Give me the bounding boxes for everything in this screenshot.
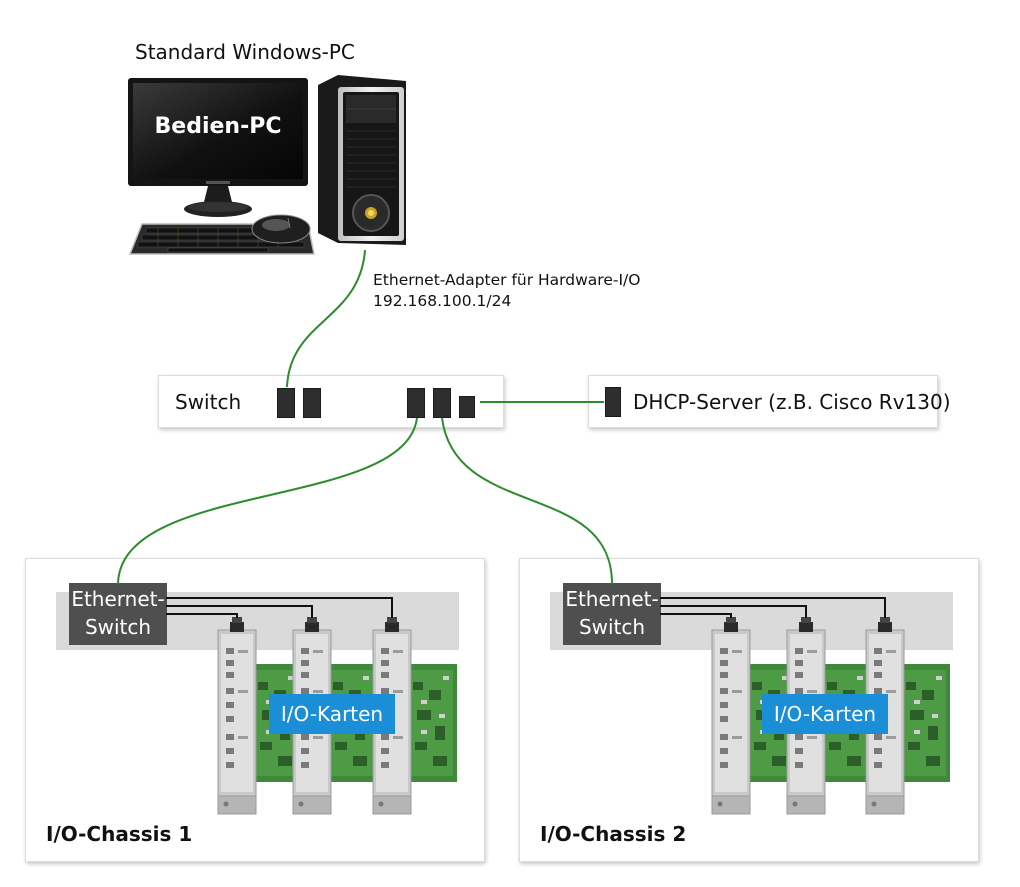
chassis-title: I/O-Chassis 1: [46, 822, 193, 846]
switch-label: Switch: [175, 390, 242, 414]
chassis-title: I/O-Chassis 2: [540, 822, 687, 846]
ethernet-switch: Ethernet- Switch: [563, 583, 661, 645]
network-switch: Switch: [158, 375, 504, 428]
io-cards-label: I/O-Karten: [269, 694, 395, 734]
mouse-icon: [250, 212, 312, 246]
ethernet-switch: Ethernet- Switch: [69, 583, 167, 645]
switch-port-4: [433, 388, 451, 418]
dhcp-label: DHCP-Server (z.B. Cisco Rv130): [633, 390, 951, 414]
eth-switch-line1: Ethernet-: [71, 587, 165, 611]
monitor-label: Bedien-PC: [154, 114, 282, 139]
pc-caption: Standard Windows-PC: [135, 40, 355, 64]
pc-tower-icon: [316, 73, 408, 249]
monitor-icon: [128, 78, 308, 220]
backplane-wires: [166, 597, 886, 618]
eth-switch-line2: Switch: [578, 615, 646, 639]
eth-switch-line1: Ethernet-: [565, 587, 659, 611]
adapter-label: Ethernet-Adapter für Hardware-I/O: [373, 271, 641, 289]
adapter-ip: 192.168.100.1/24: [373, 292, 512, 310]
switch-port-3: [407, 388, 425, 418]
dhcp-server: DHCP-Server (z.B. Cisco Rv130): [588, 375, 951, 428]
switch-port-2: [303, 388, 321, 418]
cable-lines: [117, 249, 613, 585]
io-cards-label: I/O-Karten: [762, 694, 888, 734]
eth-switch-line2: Switch: [84, 615, 152, 639]
dhcp-port: [605, 387, 621, 417]
switch-port-1: [277, 388, 295, 418]
switch-port-5: [459, 396, 475, 418]
